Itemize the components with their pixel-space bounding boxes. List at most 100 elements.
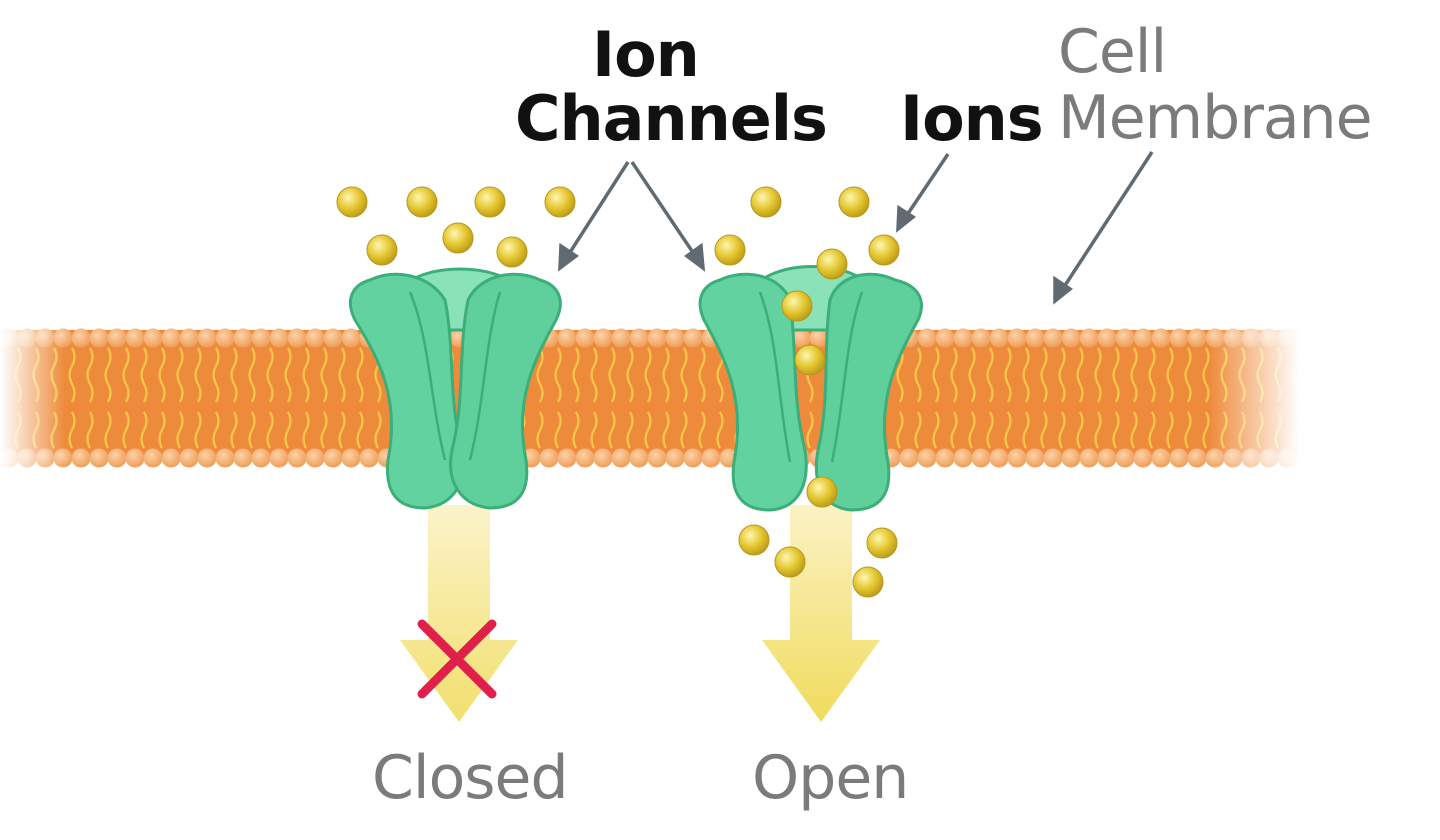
lipid-tail <box>1274 347 1282 403</box>
lipid-head <box>683 328 703 348</box>
lipid-tail <box>1112 347 1120 403</box>
lipid-head <box>305 328 325 348</box>
lipid-head <box>1277 448 1297 468</box>
lipid-tail <box>140 347 148 403</box>
lipid-head <box>359 448 379 468</box>
lipid-head <box>1151 328 1171 348</box>
lipid-head <box>71 328 91 348</box>
lipid-tails <box>14 347 1300 449</box>
lipid-tail <box>608 347 616 403</box>
lipid-tail <box>1166 347 1174 403</box>
lipid-head <box>323 448 343 468</box>
lipid-head <box>0 328 19 348</box>
ion-particle <box>714 234 746 266</box>
lipid-tail <box>50 347 58 403</box>
lipid-tail <box>1148 347 1156 403</box>
lipid-tail <box>1022 347 1030 403</box>
lipid-tail <box>212 347 220 403</box>
lipid-tail <box>68 411 76 449</box>
lipid-tail <box>662 347 670 403</box>
lipid-tail <box>662 411 670 449</box>
cell-membrane-label-line1: Cell <box>1058 17 1167 87</box>
lipid-tail <box>104 411 112 449</box>
lipid-tail <box>248 347 256 403</box>
lipid-head <box>1241 328 1261 348</box>
lipid-tail <box>1292 347 1300 403</box>
lipid-head <box>899 448 919 468</box>
lipid-head <box>593 448 613 468</box>
ion-particle <box>544 186 576 218</box>
lipid-tail <box>302 347 310 403</box>
lipid-head <box>179 448 199 468</box>
lipid-head <box>53 328 73 348</box>
lipid-head <box>233 328 253 348</box>
lipid-tail <box>680 411 688 449</box>
lipid-head <box>1259 328 1279 348</box>
lipid-tail <box>896 347 904 403</box>
lipid-tail <box>158 411 166 449</box>
lipid-tail <box>266 411 274 449</box>
open-label: Open <box>752 743 909 813</box>
ion-particle <box>738 524 770 556</box>
lipid-head <box>71 448 91 468</box>
lipid-head <box>1115 448 1135 468</box>
lipid-head <box>1259 448 1279 468</box>
lipid-head <box>611 328 631 348</box>
ion-channels-pointers <box>558 161 706 272</box>
lipid-tail <box>284 411 292 449</box>
ion-particle <box>868 234 900 266</box>
lipid-head <box>953 448 973 468</box>
lipid-head <box>107 328 127 348</box>
lipid-tail <box>680 347 688 403</box>
lipid-tail <box>1238 411 1246 449</box>
lipid-tail <box>1094 411 1102 449</box>
lipid-head <box>53 448 73 468</box>
lipid-tail <box>1184 411 1192 449</box>
lipid-tail <box>194 411 202 449</box>
lipid-tail <box>32 411 40 449</box>
ion-channels-label-line1: Ion <box>592 18 700 91</box>
lipid-head <box>17 328 37 348</box>
lipid-head <box>341 328 361 348</box>
lipid-head <box>575 448 595 468</box>
lipid-head <box>647 328 667 348</box>
lipid-head <box>197 448 217 468</box>
ion-particle <box>366 234 398 266</box>
lipid-tail <box>176 347 184 403</box>
lipid-head <box>1079 328 1099 348</box>
ions-label: Ions <box>900 82 1044 155</box>
lipid-head <box>161 328 181 348</box>
lipid-head <box>287 328 307 348</box>
lipid-head <box>179 328 199 348</box>
lipid-tail <box>896 411 904 449</box>
lipid-tail <box>1166 411 1174 449</box>
lipid-tail <box>1040 347 1048 403</box>
lipid-tail <box>806 411 814 449</box>
lipid-head <box>215 328 235 348</box>
lipid-tail <box>590 347 598 403</box>
lipid-tail <box>230 411 238 449</box>
lipid-head <box>1025 448 1045 468</box>
lipid-head <box>251 328 271 348</box>
lipid-head <box>1133 448 1153 468</box>
lipid-tail <box>338 411 346 449</box>
cell-membrane <box>0 328 1300 468</box>
lipid-tail <box>644 411 652 449</box>
lipid-head <box>791 328 811 348</box>
lipid-head <box>35 448 55 468</box>
ion-group <box>336 186 900 598</box>
lipid-tail <box>1292 411 1300 449</box>
lipid-tail <box>608 411 616 449</box>
lipid-tail <box>968 411 976 449</box>
lipid-head <box>1169 328 1189 348</box>
lipid-head <box>269 448 289 468</box>
lipid-head <box>89 328 109 348</box>
lipid-tail <box>212 411 220 449</box>
lipid-head <box>89 448 109 468</box>
lipid-head <box>611 448 631 468</box>
lipid-head <box>1187 328 1207 348</box>
lipid-head <box>233 448 253 468</box>
lipid-head <box>1277 328 1297 348</box>
ion-particle <box>336 186 368 218</box>
